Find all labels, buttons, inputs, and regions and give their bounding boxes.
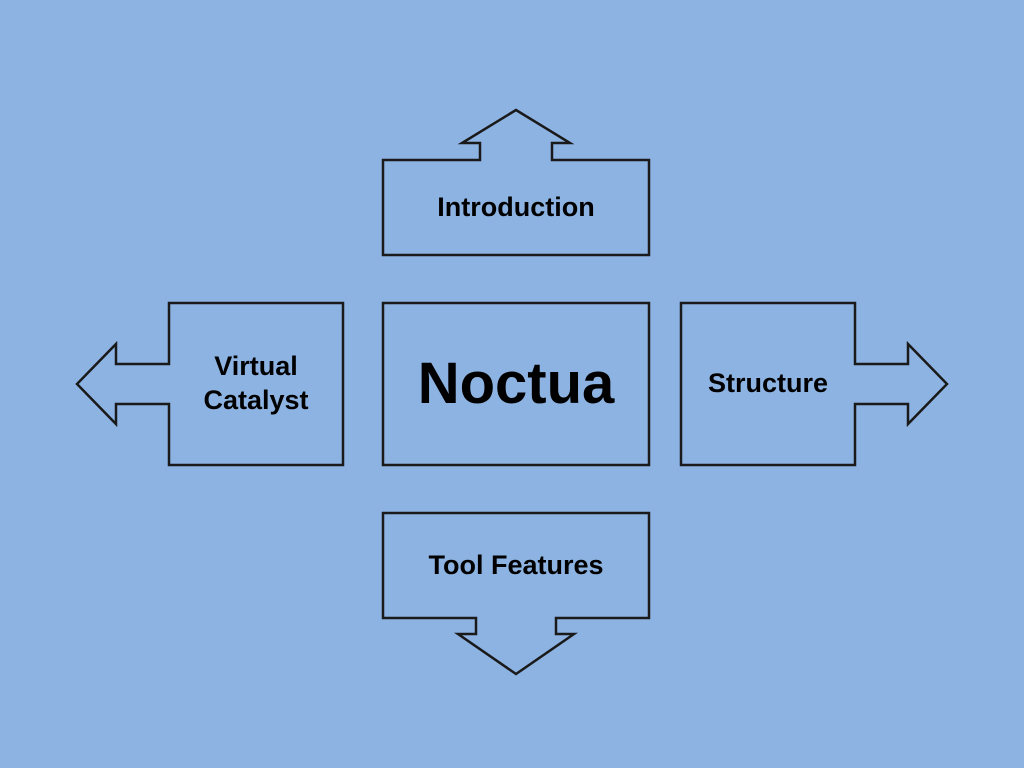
- tool-features-text: Tool Features: [428, 549, 604, 580]
- noctua-label: Noctua: [383, 303, 649, 465]
- down-arrow-callout: [381, 511, 651, 676]
- virtual-catalyst-line1: Virtual: [214, 351, 298, 382]
- up-arrow-callout: [381, 108, 651, 257]
- virtual-catalyst-line2: Catalyst: [203, 385, 309, 415]
- introduction-text: Introduction: [437, 191, 595, 222]
- noctua-text: Noctua: [417, 350, 615, 416]
- structure-text: Structure: [707, 368, 829, 399]
- left-arrow-callout: [75, 301, 345, 467]
- tool-features-label: Tool Features: [383, 513, 649, 618]
- structure-label: Structure: [681, 303, 855, 465]
- right-arrow-callout: [679, 301, 949, 467]
- introduction-label: Introduction: [383, 160, 649, 255]
- virtual-catalyst-label: Virtual Catalyst: [169, 303, 343, 465]
- center-box: [381, 301, 651, 467]
